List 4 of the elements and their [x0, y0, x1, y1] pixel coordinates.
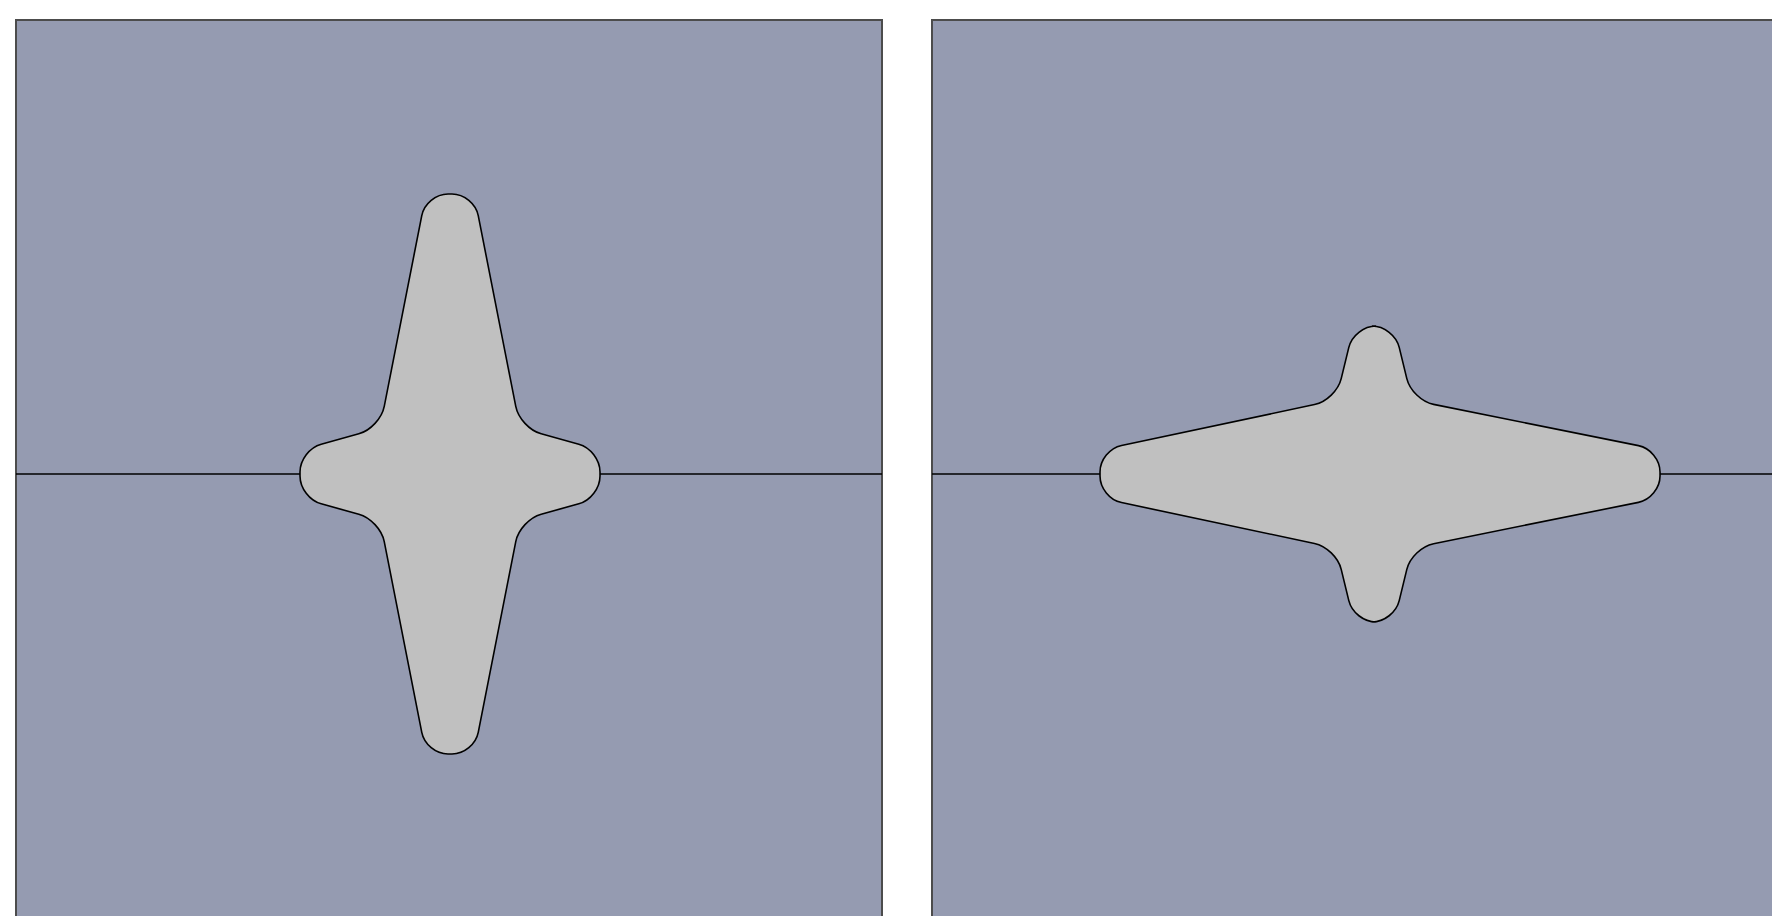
inclusion-shape [1099, 325, 1661, 623]
cross-section-panel [931, 19, 1772, 916]
inclusion-shape [299, 193, 601, 755]
cross-section-panel [15, 19, 883, 916]
